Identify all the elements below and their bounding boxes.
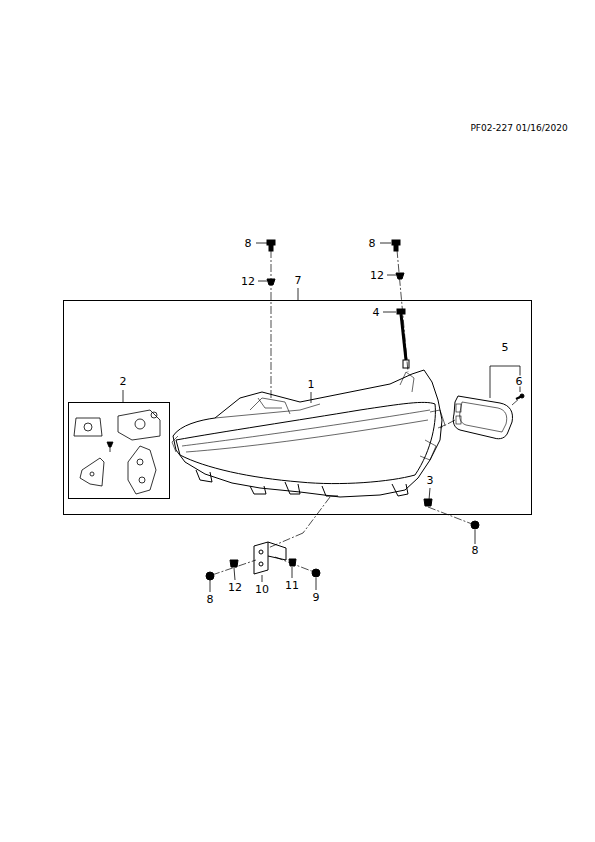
- kit-box: [69, 403, 170, 499]
- bracket: [254, 542, 286, 574]
- cover-and-screw: [453, 394, 524, 439]
- callout-number: 5: [501, 342, 510, 353]
- callout-number: 2: [119, 376, 128, 387]
- assembly-lines: [212, 250, 520, 575]
- callout-number: 9: [312, 592, 321, 603]
- callout-number: 4: [372, 307, 381, 318]
- callout-number: 7: [294, 275, 303, 286]
- callout-number: 12: [369, 270, 385, 281]
- callout-number: 11: [284, 580, 300, 591]
- callout-number: 8: [471, 545, 480, 556]
- callout-number: 6: [515, 376, 524, 387]
- assembly-box: [64, 301, 532, 515]
- callout-number: 8: [244, 238, 253, 249]
- fasteners: [206, 240, 479, 580]
- callout-number: 8: [368, 238, 377, 249]
- leader-lines: [123, 243, 520, 592]
- kit-parts: [74, 410, 160, 494]
- adjuster: [397, 309, 409, 368]
- callout-number: 10: [254, 584, 270, 595]
- headlamp: [172, 370, 445, 497]
- callout-number: 12: [240, 276, 256, 287]
- callout-number: 1: [307, 379, 316, 390]
- callout-number: 8: [206, 594, 215, 605]
- callout-number: 12: [227, 582, 243, 593]
- drawing-reference: PF02-227 01/16/2020: [469, 124, 568, 133]
- callout-number: 3: [426, 475, 435, 486]
